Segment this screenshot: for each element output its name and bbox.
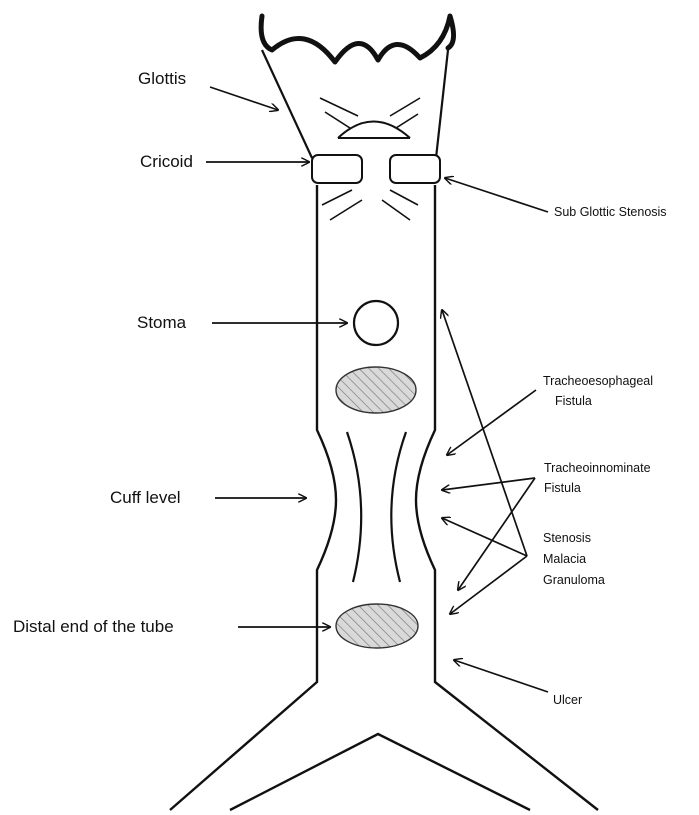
label-stoma: Stoma — [137, 314, 186, 331]
cricoid-left-ring — [312, 155, 362, 183]
arrow-ti-to-low — [458, 478, 535, 590]
arrow-te-fistula — [447, 390, 536, 455]
label-granuloma: Granuloma — [543, 574, 605, 587]
glottis-top-outline — [261, 16, 453, 62]
arrow-glottis — [210, 87, 278, 110]
arrow-ulcer — [454, 660, 548, 692]
lesion-distal-tube — [336, 604, 418, 648]
label-ti-fistula: Fistula — [544, 482, 581, 495]
label-distal-end: Distal end of the tube — [13, 618, 174, 635]
label-cricoid: Cricoid — [140, 153, 193, 170]
cuff-inner-left — [347, 432, 361, 582]
subglottic-rays — [322, 190, 418, 220]
label-te-fistula: Fistula — [555, 395, 592, 408]
vocal-cord-arc — [338, 122, 410, 139]
cuff-inner-right — [391, 432, 406, 582]
label-tracheoinnominate: Tracheoinnominate — [544, 462, 651, 475]
label-malacia: Malacia — [543, 553, 586, 566]
label-sub-glottic-stenosis: Sub Glottic Stenosis — [554, 206, 667, 219]
label-ulcer: Ulcer — [553, 694, 582, 707]
arrow-smg-to-upper — [442, 310, 527, 556]
larynx-left-wall — [262, 50, 312, 158]
label-stenosis: Stenosis — [543, 532, 591, 545]
lesion-upper — [336, 367, 416, 413]
cricoid-right-ring — [390, 155, 440, 183]
larynx-right-wall — [436, 50, 448, 158]
stoma-circle — [354, 301, 398, 345]
arrow-ti-fistula — [442, 478, 535, 490]
label-glottis: Glottis — [138, 70, 186, 87]
label-cuff-level: Cuff level — [110, 489, 181, 506]
arrow-sub-glottic — [445, 178, 548, 212]
cricoid-cartilage — [312, 155, 440, 183]
label-tracheoesophageal: Tracheoesophageal — [543, 375, 653, 388]
carina — [230, 734, 530, 810]
larynx — [261, 16, 453, 158]
glottis-rays — [320, 98, 420, 128]
